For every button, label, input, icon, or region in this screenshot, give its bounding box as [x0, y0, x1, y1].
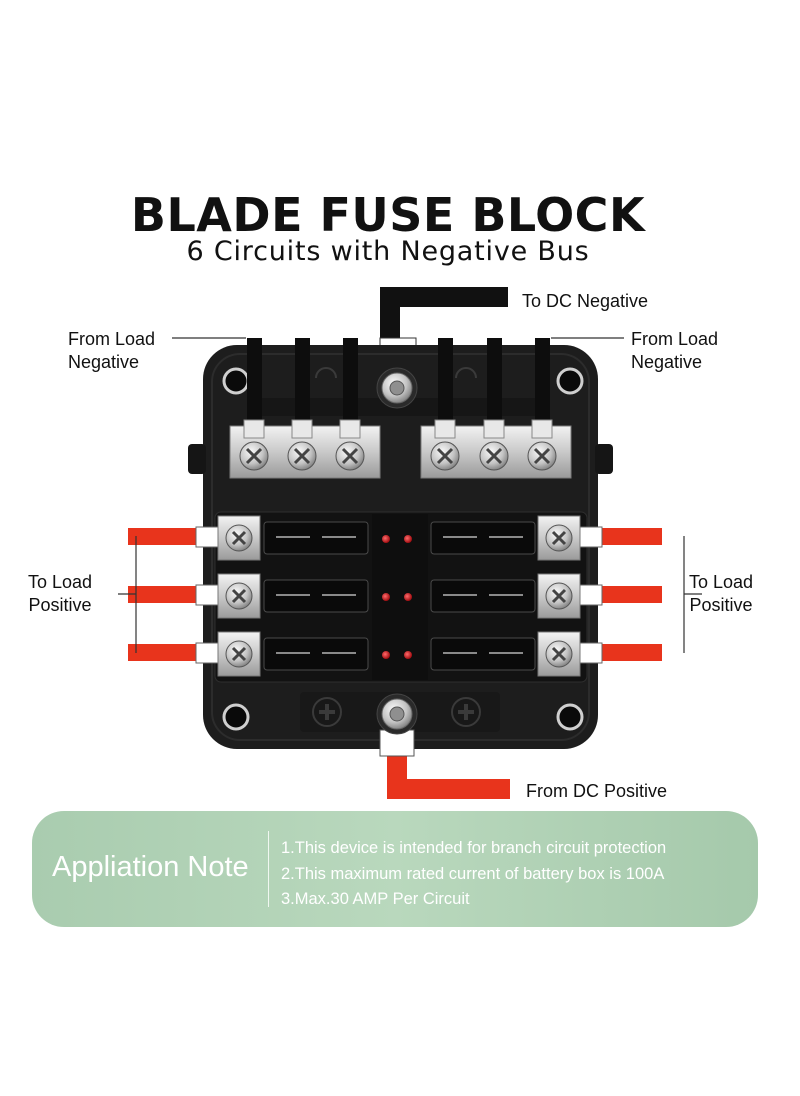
page-subtitle: 6 Circuits with Negative Bus [186, 236, 590, 267]
mount-hole [222, 367, 584, 731]
negative-stud [376, 367, 418, 409]
application-note-panel [32, 811, 758, 927]
label-to-load-positive-right: To Load Positive [689, 572, 754, 615]
leader-lines [118, 337, 702, 653]
page-title: BLADE FUSE BLOCK [130, 188, 646, 242]
label-to-dc-negative: To DC Negative [522, 291, 649, 311]
negative-load-wires [247, 338, 550, 428]
plus-mark-icon [312, 697, 481, 727]
note-divider [268, 831, 269, 907]
label-to-load-positive-left: To Load Positive [28, 572, 93, 615]
fuse-slot [263, 521, 536, 671]
positive-terminal [217, 515, 581, 677]
label-from-load-negative-left: From Load Negative [68, 329, 156, 372]
application-note-title: Appliation Note [52, 851, 249, 883]
bus-screw [239, 441, 557, 471]
indicator-led [382, 535, 412, 659]
note-item: 3.Max.30 AMP Per Circuit [281, 890, 470, 908]
note-item: 1.This device is intended for branch cir… [281, 839, 667, 857]
label-from-load-negative-right: From Load Negative [631, 329, 719, 372]
note-item: 2.This maximum rated current of battery … [281, 864, 665, 883]
application-note-list: 1.This device is intended for branch cir… [281, 836, 666, 913]
positive-stud [376, 693, 418, 735]
label-from-dc-positive: From DC Positive [526, 781, 668, 801]
